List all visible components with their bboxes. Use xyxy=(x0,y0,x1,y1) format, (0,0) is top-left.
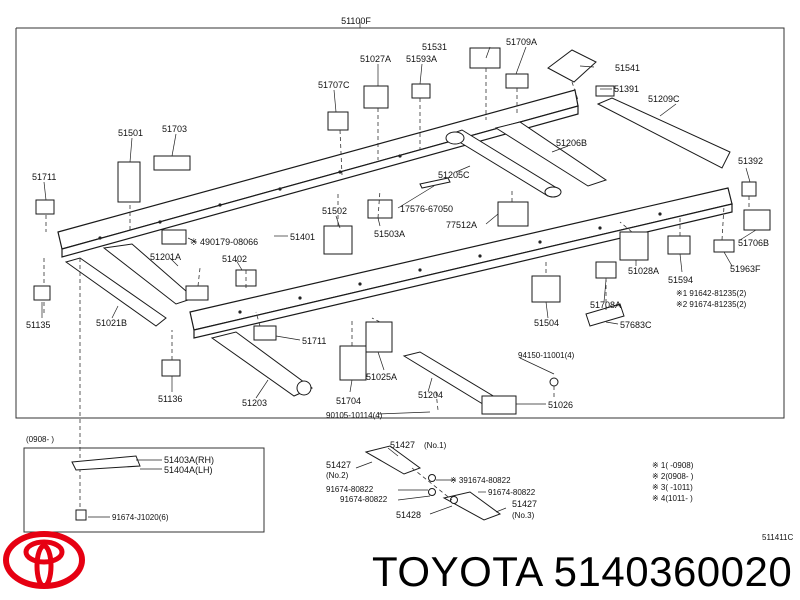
label-51711-b: 51711 xyxy=(302,336,326,346)
inset-mid: 51427 (No.1) 51427 (No.2) ※ 391674-80822… xyxy=(326,440,537,521)
label-51427-b: 51427 xyxy=(326,460,351,470)
legend-1: ※ 1( -0908) xyxy=(652,461,694,470)
image-code: 511411C xyxy=(762,533,794,542)
label-91674-80822-d: 91674-80822 xyxy=(488,488,536,497)
label-57683c: 57683C xyxy=(620,320,652,330)
label-91642-81235: ※1 91642-81235(2) xyxy=(676,289,747,298)
label-51028a: 51028A xyxy=(628,266,659,276)
brand-part-number: TOYOTA 5140360020 xyxy=(372,548,793,595)
label-51706b: 51706B xyxy=(738,238,769,248)
label-51204: 51204 xyxy=(418,390,443,400)
label-51100f: 51100F xyxy=(341,16,371,26)
label-51711-a: 51711 xyxy=(32,172,56,182)
label-51501: 51501 xyxy=(118,128,143,138)
legend: ※ 1( -0908) ※ 2(0908- ) ※ 3( -1011) ※ 4(… xyxy=(652,461,694,503)
legend-3: ※ 3( -1011) xyxy=(652,483,693,492)
label-51541: 51541 xyxy=(615,63,640,73)
label-91674-80822-e: 91674-80822 xyxy=(340,495,388,504)
small-parts xyxy=(33,47,771,415)
frame-rail-right xyxy=(189,187,733,339)
label-91674-81235: ※2 91674-81235(2) xyxy=(676,300,747,309)
inset-left: (0908- ) 51403A(RH) 51404A(LH) 91674-J10… xyxy=(23,435,265,533)
label-51025a: 51025A xyxy=(366,372,397,382)
label-51135: 51135 xyxy=(26,320,50,330)
crossmember-51205c xyxy=(445,129,562,198)
label-51531: 51531 xyxy=(422,42,447,52)
label-51205c: 51205C xyxy=(438,170,470,180)
label-51704: 51704 xyxy=(336,396,361,406)
label-91674-80822-c: 91674-80822 xyxy=(326,485,374,494)
label-51206b: 51206B xyxy=(556,138,587,148)
inset-left-range: (0908- ) xyxy=(26,435,54,444)
label-51201a: 51201A xyxy=(150,252,181,262)
legend-2: ※ 2(0908- ) xyxy=(652,472,694,481)
crossmember-51203 xyxy=(210,331,313,397)
label-51026: 51026 xyxy=(548,400,573,410)
label-91674-j1020: 91674-J1020(6) xyxy=(112,513,169,522)
front-crossmember-51209c xyxy=(595,85,731,169)
label-51427-no3: (No.3) xyxy=(512,511,535,520)
label-94150-11001: 94150-11001(4) xyxy=(518,351,575,360)
label-51427-a: 51427 xyxy=(390,440,415,450)
label-51707c: 51707C xyxy=(318,80,350,90)
label-51203: 51203 xyxy=(242,398,267,408)
guide-lines xyxy=(43,68,750,520)
label-51427-no2: (No.2) xyxy=(326,471,349,480)
label-51021b: 51021B xyxy=(96,318,127,328)
toyota-logo-icon xyxy=(3,531,85,589)
label-51392: 51392 xyxy=(738,156,763,166)
label-51709a: 51709A xyxy=(506,37,537,47)
label-51708a: 51708A xyxy=(590,300,621,310)
label-51401: 51401 xyxy=(290,232,315,242)
leader-lines xyxy=(41,46,757,415)
label-51391: 51391 xyxy=(614,84,639,94)
label-51504: 51504 xyxy=(534,318,559,328)
label-51427-c: 51427 xyxy=(512,499,537,509)
label-51428: 51428 xyxy=(396,510,421,520)
label-51502: 51502 xyxy=(322,206,347,216)
label-51402: 51402 xyxy=(222,254,247,264)
legend-4: ※ 4(1011- ) xyxy=(652,494,693,503)
label-51594: 51594 xyxy=(668,275,693,285)
label-51136: 51136 xyxy=(158,394,182,404)
label-51403a: 51403A(RH) xyxy=(164,455,214,465)
label-51027a: 51027A xyxy=(360,54,391,64)
bracket-51021b xyxy=(64,257,167,327)
crossmember-51206b xyxy=(494,121,608,187)
label-77512a: 77512A xyxy=(446,220,477,230)
label-51209c: 51209C xyxy=(648,94,680,104)
label-17576-67050: 17576-67050 xyxy=(400,204,453,214)
label-51593a: 51593A xyxy=(406,54,437,64)
diagram-border xyxy=(15,27,785,419)
label-90105-10114: 90105-10114(4) xyxy=(326,411,383,420)
label-51503a: 51503A xyxy=(374,229,405,239)
label-51427-no1: (No.1) xyxy=(424,441,447,450)
label-51404a: 51404A(LH) xyxy=(164,465,213,475)
label-51963f: 51963F xyxy=(730,264,761,274)
label-51703: 51703 xyxy=(162,124,187,134)
label-391674-80822: ※ 391674-80822 xyxy=(450,476,511,485)
part-labels: 51100F 51531 51709A 51027A 51593A 51541 … xyxy=(26,16,769,420)
label-490179-08066: ※ 490179-08066 xyxy=(190,237,258,247)
frame-rail-left xyxy=(57,89,579,258)
